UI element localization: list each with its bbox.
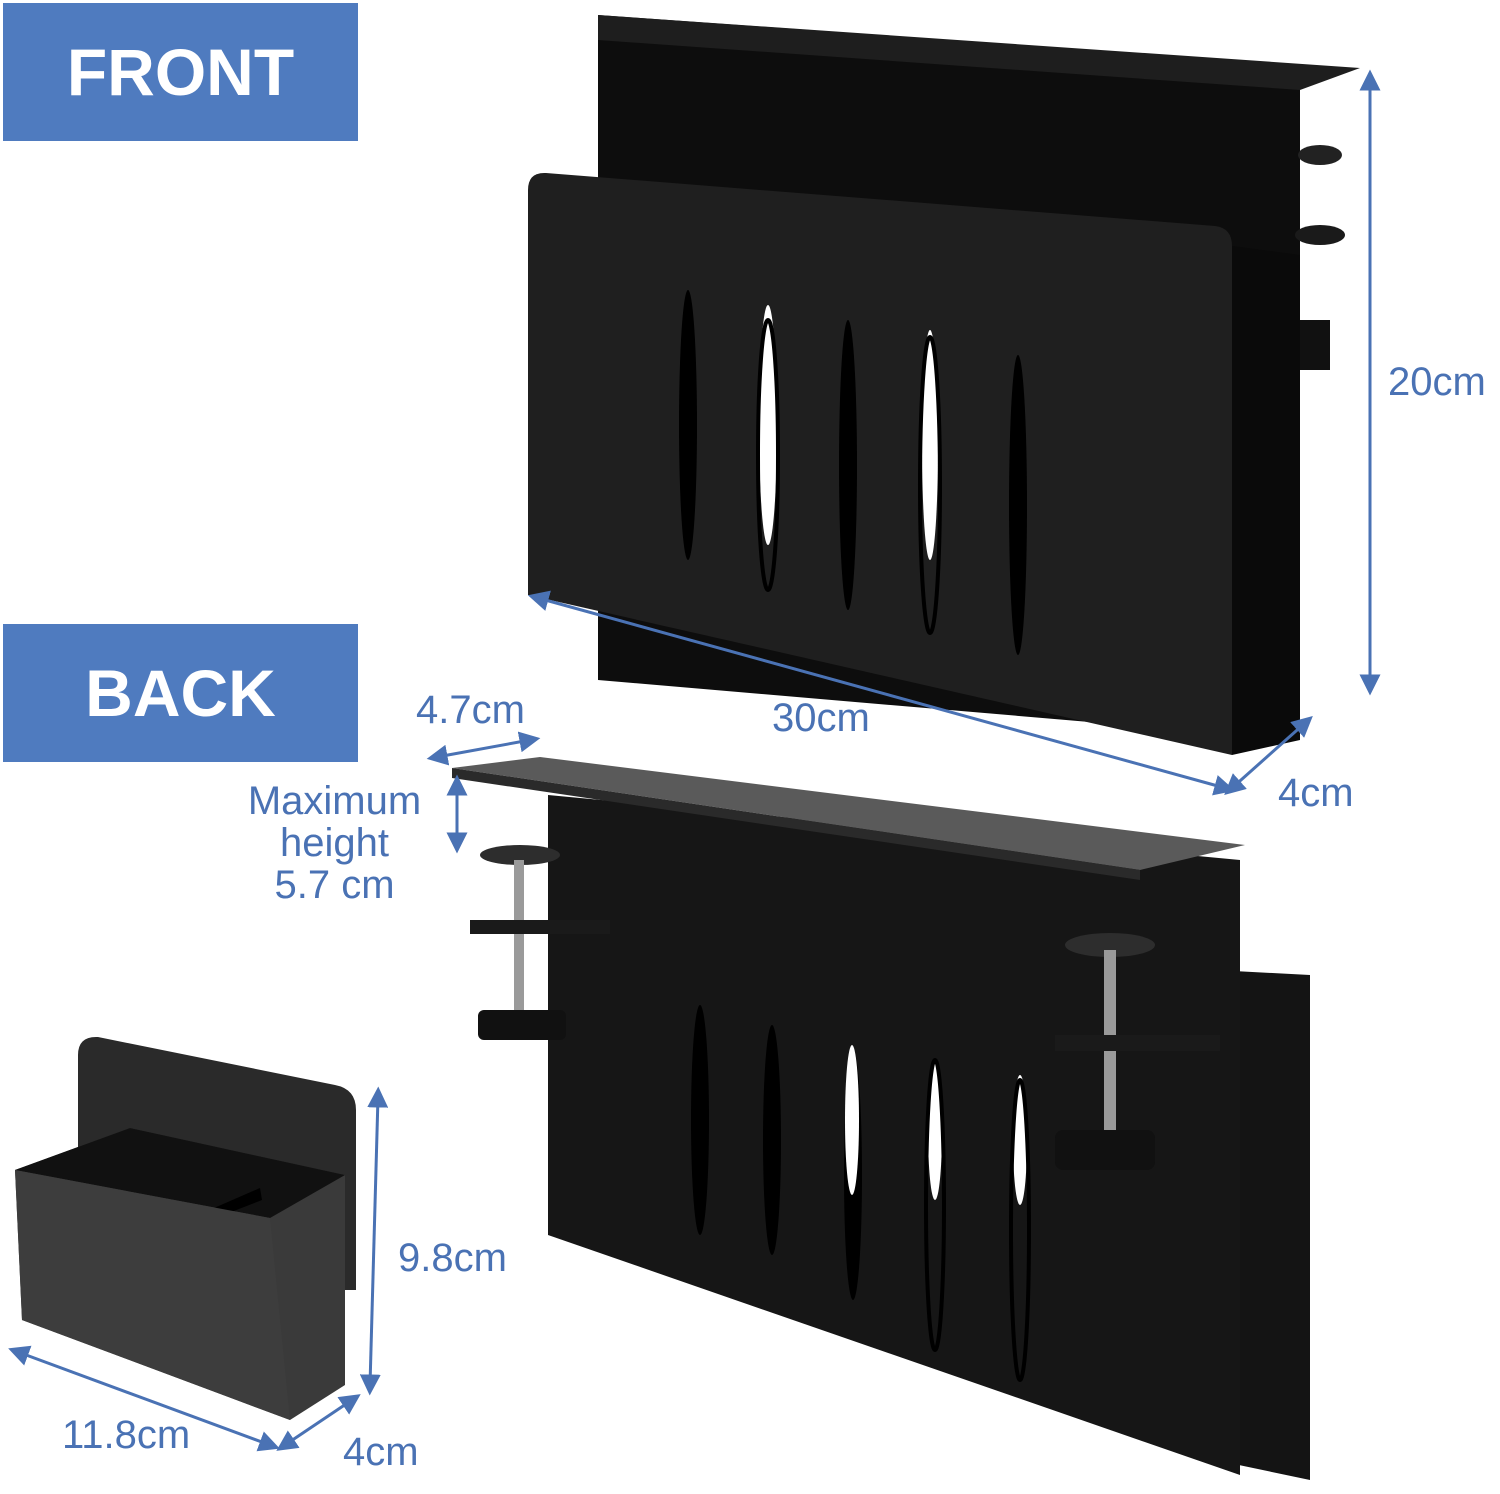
back-label: BACK [3, 624, 358, 762]
clamp-max-height-label: Maximum height 5.7 cm [232, 780, 437, 906]
clamp-depth-label: 4.7cm [416, 688, 525, 732]
front-organizer-image [528, 15, 1360, 755]
box-height-label: 9.8cm [398, 1236, 507, 1280]
clamp-max-height-line1: Maximum [247, 779, 422, 823]
box-width-arrow [8, 1345, 280, 1452]
clamp-max-height-line2: height [280, 821, 389, 865]
box-height-arrow [359, 1086, 389, 1396]
small-box-image [15, 1036, 356, 1420]
main-depth-label: 4cm [1278, 771, 1354, 815]
box-depth-label: 4cm [343, 1430, 419, 1474]
box-width-label: 11.8cm [62, 1413, 191, 1457]
front-label: FRONT [3, 3, 358, 141]
clamp-max-height-line3: 5.7 cm [274, 863, 395, 907]
box-depth-arrow [276, 1394, 361, 1451]
width-arrow-30cm [527, 590, 1236, 796]
depth-arrow-4cm [1224, 716, 1313, 795]
clamp-depth-arrow [426, 731, 541, 766]
back-organizer-image [452, 757, 1310, 1480]
main-width-label: 30cm [772, 696, 870, 740]
main-height-label: 20cm [1388, 360, 1486, 404]
